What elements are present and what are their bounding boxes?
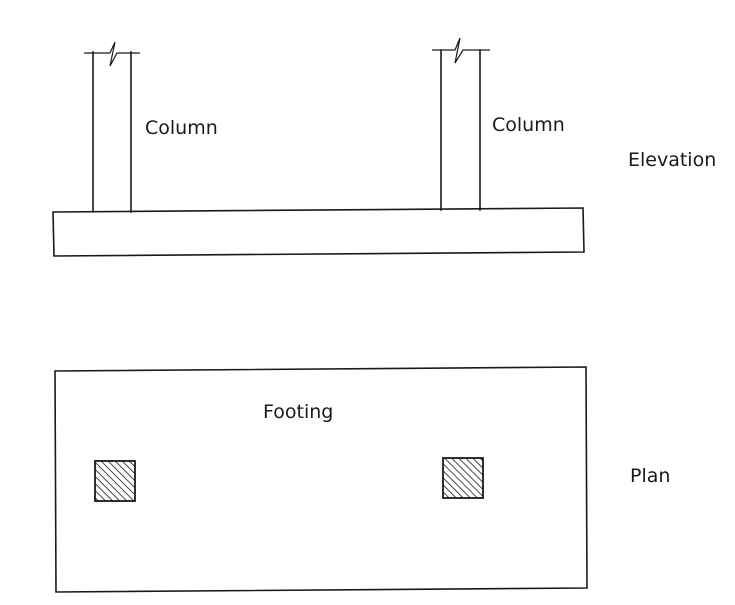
right-column-elevation — [432, 37, 490, 211]
footing-plan — [54, 366, 588, 593]
left-column-label: Column — [145, 117, 218, 139]
right-column-label: Column — [492, 114, 565, 136]
right-column-section — [442, 457, 484, 499]
left-column-break-line — [84, 41, 140, 67]
right-column-break-line — [432, 37, 490, 64]
elevation-view: Column Column Elevation — [52, 37, 716, 257]
left-column-section — [94, 460, 136, 502]
plan-view: Footing Plan — [54, 366, 670, 593]
left-column-elevation — [84, 41, 140, 213]
footing-elevation — [52, 207, 585, 257]
elevation-view-label: Elevation — [628, 149, 716, 171]
footing-label: Footing — [263, 401, 333, 423]
plan-view-label: Plan — [630, 465, 670, 487]
